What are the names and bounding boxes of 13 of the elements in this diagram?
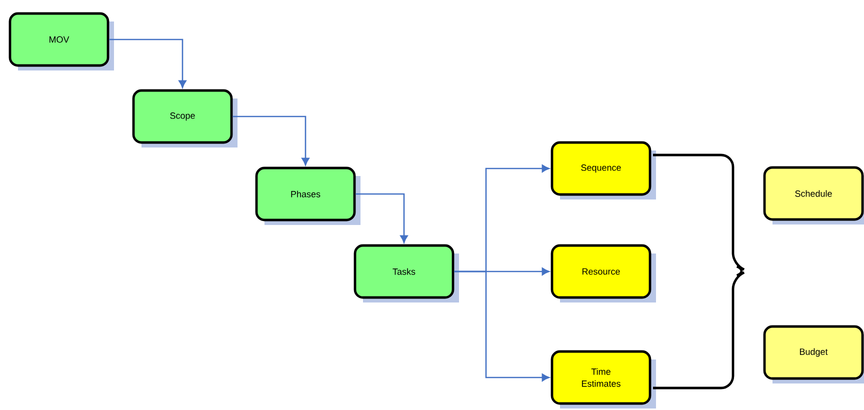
process-box: Resource bbox=[550, 244, 656, 302]
arrow bbox=[356, 193, 408, 243]
arrow bbox=[232, 116, 310, 166]
process-box: Scope bbox=[132, 89, 238, 148]
process-box: Phases bbox=[255, 166, 360, 225]
arrow bbox=[454, 270, 550, 382]
process-box: Budget bbox=[763, 325, 864, 384]
process-box: Tasks bbox=[354, 244, 459, 302]
process-box: Schedule bbox=[763, 166, 864, 224]
process-box: MOV bbox=[8, 12, 114, 70]
arrow bbox=[109, 38, 186, 88]
process-box: Sequence bbox=[550, 141, 656, 200]
process-box: Time Estimates bbox=[550, 350, 656, 408]
